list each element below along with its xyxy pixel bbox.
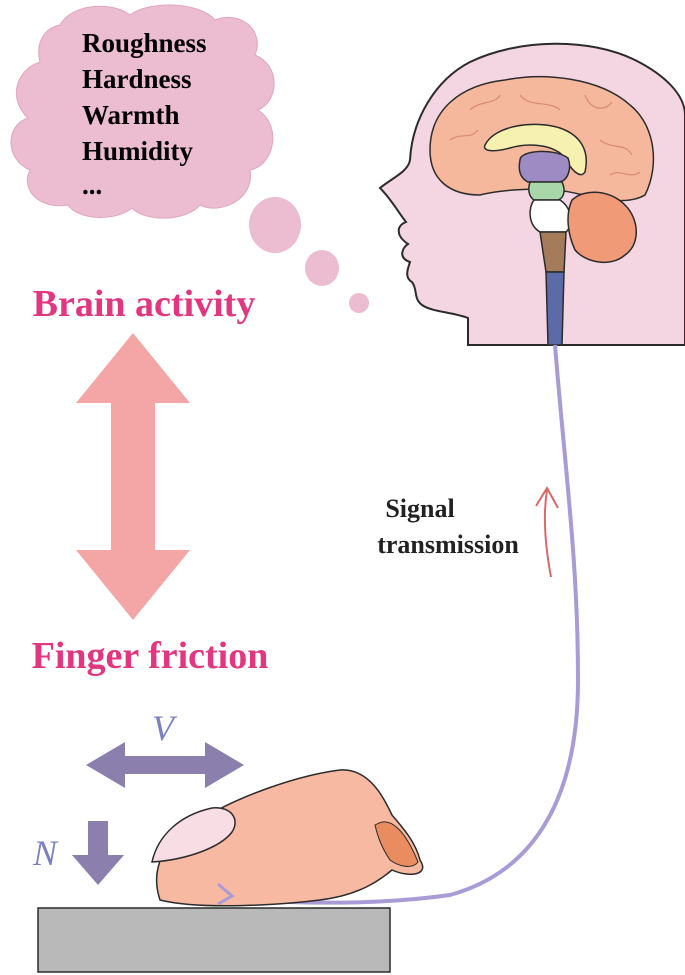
contact-surface: [37, 907, 391, 973]
corpus-callosum: [483, 123, 587, 176]
velocity-arrow: [86, 742, 244, 788]
sensation-humidity: Humidity: [82, 136, 194, 166]
head-illustration: [378, 42, 685, 346]
finger-friction-label: Finger friction: [32, 635, 269, 677]
nerve-pathway: [217, 344, 581, 905]
thought-dot-medium: [305, 250, 339, 286]
pons: [529, 199, 572, 233]
signal-direction-arrow: [535, 486, 559, 578]
midbrain: [518, 150, 571, 183]
nerve-ending: [217, 882, 235, 906]
normal-force-arrow: [72, 821, 124, 885]
normal-force-label: N: [32, 833, 59, 873]
finger-cut-end: [374, 821, 419, 867]
sensation-warmth: Warmth: [82, 100, 180, 130]
velocity-label: V: [152, 708, 178, 748]
cerebellum: [567, 191, 637, 264]
correlation-double-arrow: [76, 333, 190, 620]
sensation-hardness: Hardness: [82, 64, 192, 94]
pons-upper: [528, 181, 565, 201]
thought-dot-large: [249, 197, 301, 253]
brain-activity-label: Brain activity: [33, 283, 256, 325]
finger-illustration: [151, 769, 424, 907]
cerebrum-folds: [449, 94, 641, 176]
signal-label-line2: transmission: [377, 530, 519, 559]
fingernail: [151, 807, 236, 863]
thought-dot-small: [349, 293, 369, 313]
signal-label-line1: Signal: [385, 494, 454, 523]
thought-bubble: Roughness Hardness Warmth Humidity ...: [10, 4, 369, 313]
spinal-cord: [545, 271, 565, 346]
sensation-ellipsis: ...: [82, 170, 102, 200]
sensation-roughness: Roughness: [82, 28, 207, 58]
